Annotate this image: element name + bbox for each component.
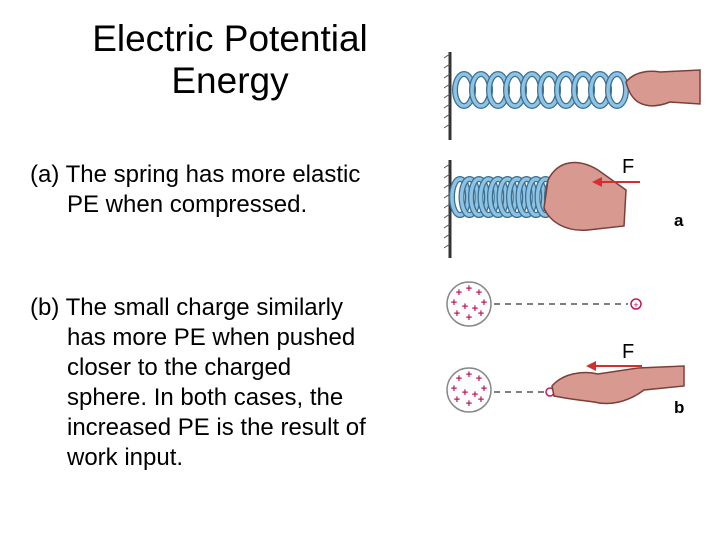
spring-and-charge-figure: F a ++++++++++ + F ++++++++++ b (438, 40, 708, 430)
charged-sphere-near-panel: F ++++++++++ b (447, 341, 684, 417)
plus-charge: + (478, 394, 484, 406)
slide-title: Electric Potential Energy (30, 18, 430, 102)
hand-pushing (544, 163, 626, 231)
plus-charge: + (462, 387, 468, 399)
hand-pinching-charge (552, 366, 684, 404)
plus-charge: + (466, 369, 472, 381)
plus-charge: + (462, 301, 468, 313)
paragraph-a: (a) The spring has more elastic PE when … (30, 160, 430, 220)
hand-pulling (626, 70, 700, 106)
extended-spring (455, 74, 626, 106)
paragraph-a-line-2: PE when compressed. (30, 190, 430, 220)
charged-sphere-far-panel: ++++++++++ + (447, 282, 641, 326)
paragraph-b-line-4: sphere. In both cases, the (30, 383, 430, 413)
extended-spring-panel (444, 52, 700, 140)
plus-charge: + (472, 389, 478, 401)
plus-charge: + (478, 308, 484, 320)
plus-charge: + (472, 303, 478, 315)
title-line-1: Electric Potential (30, 18, 430, 60)
paragraph-b-line-1: (b) The small charge similarly (30, 293, 430, 323)
title-line-2: Energy (30, 60, 430, 102)
panel-label-a: a (674, 211, 684, 230)
force-label-bottom: F (622, 341, 634, 363)
compressed-spring-panel: F a (444, 156, 684, 258)
plus-charge: + (466, 283, 472, 295)
force-arrowhead-bottom (586, 361, 596, 371)
plus-charge: + (454, 394, 460, 406)
paragraph-a-line-1: (a) The spring has more elastic (30, 160, 430, 190)
paragraph-b-line-2: has more PE when pushed (30, 323, 430, 353)
small-charge-far-sign: + (633, 300, 638, 310)
paragraph-b-line-6: work input. (30, 443, 430, 473)
panel-label-b: b (674, 398, 684, 417)
plus-charge: + (454, 308, 460, 320)
paragraph-b: (b) The small charge similarly has more … (30, 293, 430, 473)
force-label-top: F (622, 156, 634, 178)
paragraph-b-line-5: increased PE is the result of (30, 413, 430, 443)
paragraph-b-line-3: closer to the charged (30, 353, 430, 383)
